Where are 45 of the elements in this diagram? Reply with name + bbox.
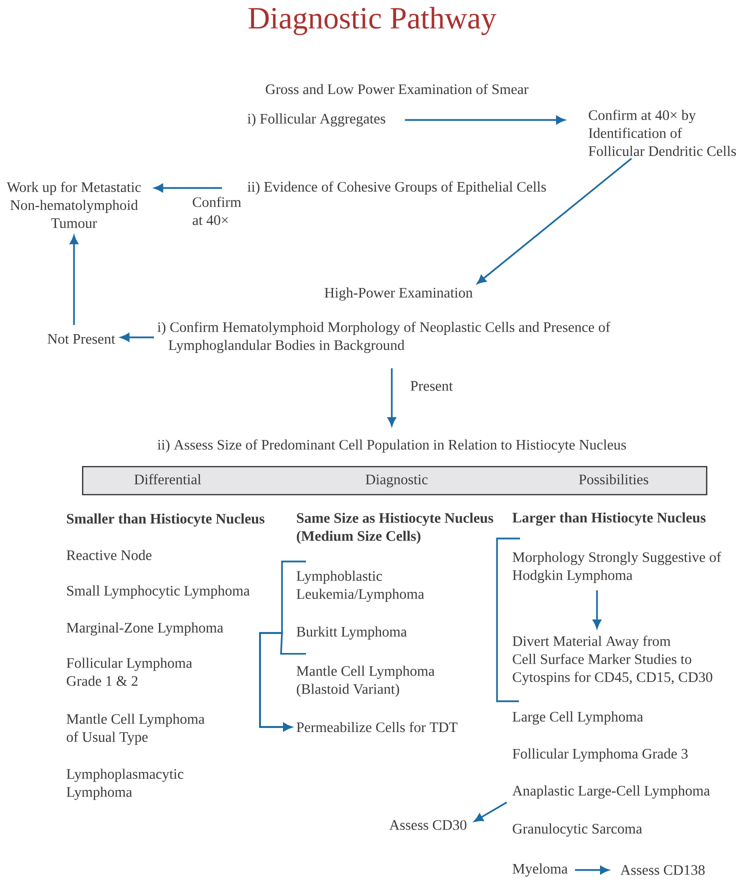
diagnosis-text: Burkitt Lymphoma <box>296 626 407 640</box>
step-text: i) Follicular Aggregates <box>248 113 386 127</box>
step-text: ii) Evidence of Cohesive Groups of Epithelial Cells <box>248 181 546 195</box>
arrow <box>476 158 632 284</box>
arrow <box>120 333 154 342</box>
step-text: ii) Assess Size of Predominant Cell Population in Relation to Histiocyte Nucleus <box>158 439 626 453</box>
bracket-arrow <box>259 632 306 732</box>
column-heading: Larger than Histiocyte Nucleus <box>512 512 706 526</box>
diagnosis-text: Myeloma <box>512 863 568 877</box>
diagnosis-text: Anaplastic Large-Cell Lymphoma <box>512 785 710 799</box>
diagnosis-text: Lymphoplasmacytic Lymphoma <box>66 768 184 800</box>
arrow <box>574 866 609 874</box>
edge-label: Confirm at 40× <box>192 196 242 226</box>
arrow <box>70 235 78 325</box>
step-text: Divert Material Away from Cell Surface Marker Studies to Cytospins for CD45, CD15, CD30 <box>512 636 712 686</box>
title: Diagnostic Pathway <box>248 6 496 36</box>
diagnosis-text: Reactive Node <box>66 550 152 560</box>
edge-label: Present <box>410 381 453 391</box>
column-heading: Smaller than Histiocyte Nucleus <box>66 513 264 527</box>
stage-heading: High-Power Examination <box>324 287 473 301</box>
diagnosis-text: Lymphoblastic Leukemia/Lymphoma <box>296 570 424 602</box>
header-band: Differential Diagnostic Possibilities <box>82 466 708 496</box>
diagnosis-text: Mantle Cell Lymphoma (Blastoid Variant) <box>296 666 435 697</box>
diagnosis-text: Small Lymphocytic Lymphoma <box>67 585 250 599</box>
diagnosis-text: Mantle Cell Lymphoma of Usual Type <box>66 714 205 745</box>
test-text: Permeabilize Cells for TDT <box>296 722 458 732</box>
arrow <box>474 802 508 822</box>
diagnosis-text: Follicular Lymphoma Grade 1 & 2 <box>66 658 192 686</box>
diagnosis-text: Granulocytic Sarcoma <box>512 823 642 837</box>
outcome-text: Not Present <box>48 334 116 344</box>
step-text: i) Confirm Hematolymphoid Morphology of Neoplastic Cells and Presence of Lymphoglandular Bodies in Background <box>158 322 610 354</box>
diagnosis-text: Marginal-Zone Lymphoma <box>66 622 224 636</box>
outcome-text: Work up for Metastatic Non-hematolymphoid Tumour <box>6 182 141 228</box>
diagnosis-text: Follicular Lymphoma Grade 3 <box>512 748 688 762</box>
arrow <box>592 590 602 628</box>
arrow <box>388 368 396 426</box>
diagnosis-text: Large Cell Lymphoma <box>512 711 644 725</box>
section-heading: Gross and Low Power Examination of Smear <box>266 84 528 94</box>
test-text: Assess CD30 <box>389 820 466 830</box>
finding-text: Morphology Strongly Suggestive of Hodgkin Lymphoma <box>512 552 722 584</box>
arrow <box>404 116 565 124</box>
arrow <box>154 184 222 192</box>
column-heading: Same Size as Histiocyte Nucleus (Medium Size Cells) <box>296 512 494 544</box>
test-text: Assess CD138 <box>620 865 705 875</box>
step-text: Confirm at 40× by Identification of Follicular Dendritic Cells <box>588 110 736 156</box>
